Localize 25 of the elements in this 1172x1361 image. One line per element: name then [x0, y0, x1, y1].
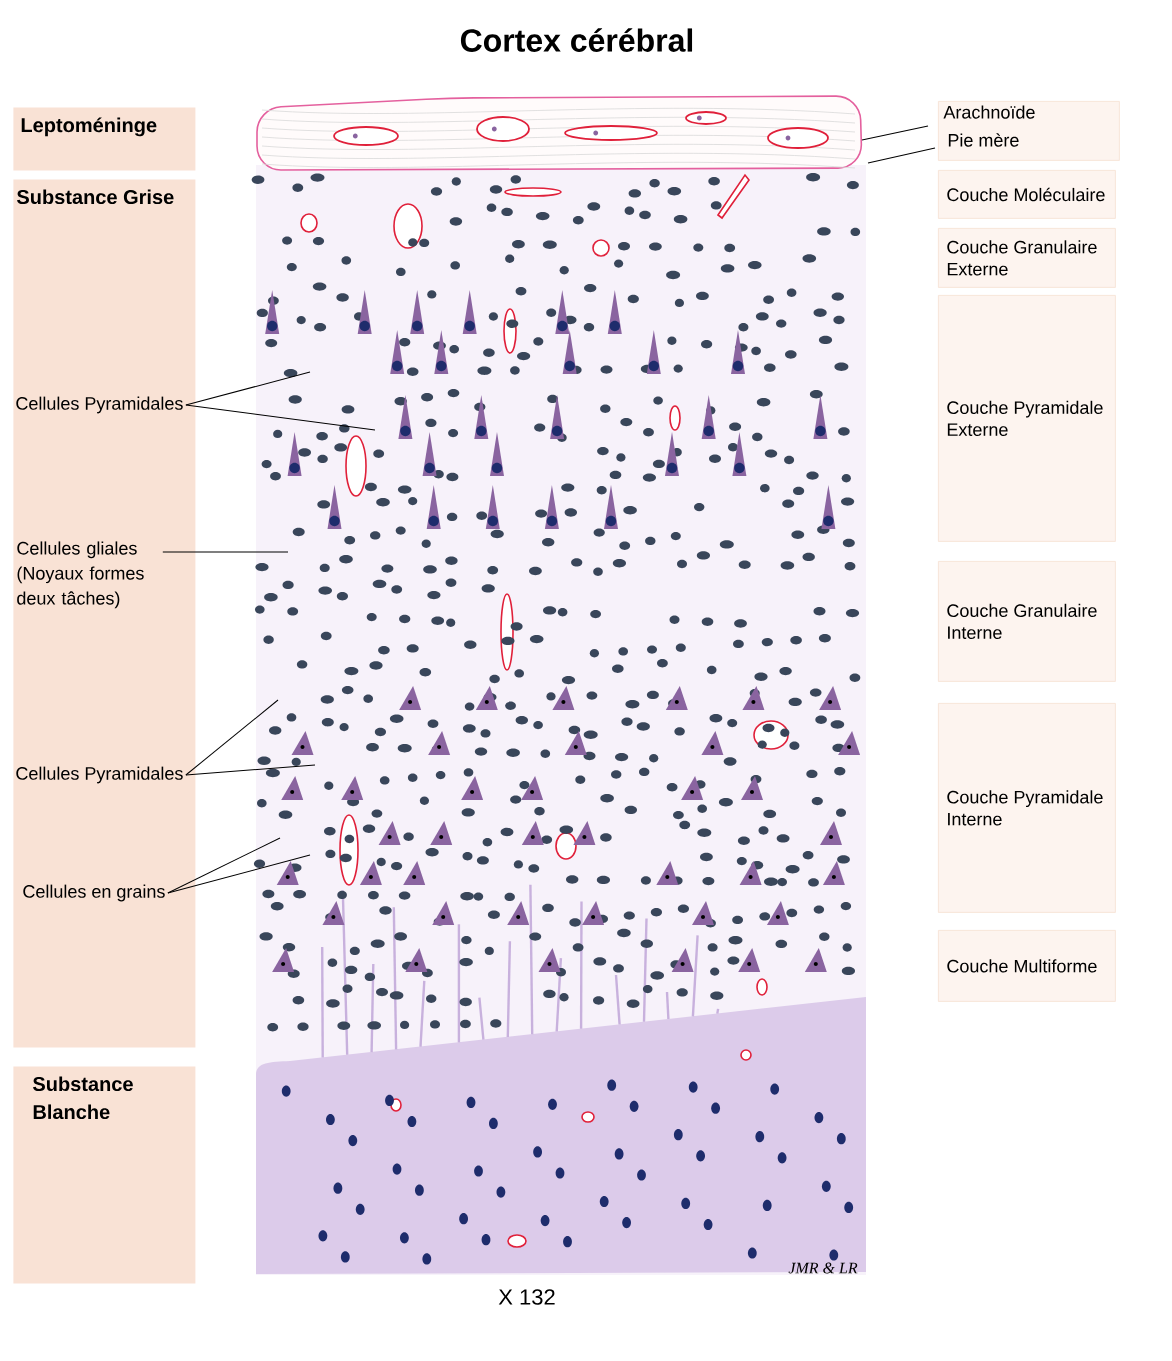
leader-line: [167, 837, 281, 894]
cell-label: Cellules gliales (Noyaux formes deux tâches): [17, 541, 144, 609]
layer-box: Couche Pyramidale Externe: [938, 295, 1116, 542]
section-box: Leptoméninge: [13, 107, 196, 171]
leader-line: [867, 147, 936, 164]
leader-line: [185, 699, 279, 776]
cell-label: Cellules Pyramidales: [16, 766, 183, 784]
leader-line: [185, 404, 376, 431]
layer-box: Couche Multiforme: [938, 930, 1116, 1002]
cell-label: Cellules Pyramidales: [16, 396, 183, 414]
leader-line: [861, 125, 929, 141]
leader-line: [167, 854, 311, 894]
layer-box: Arachnoïde Pie mère: [938, 101, 1120, 161]
cell-label: Cellules en grains: [23, 884, 165, 902]
layer-box: Couche Granulaire Interne: [938, 561, 1116, 682]
magnification-label: X 132: [498, 1289, 555, 1305]
leader-line: [185, 371, 311, 406]
section-box: Substance Blanche: [13, 1066, 196, 1284]
title: Cortex cérébral: [460, 28, 693, 52]
signature: JMR & LR: [788, 1262, 858, 1274]
leader-line: [185, 764, 316, 776]
leader-line: [162, 551, 289, 553]
layer-box: Couche Pyramidale Interne: [938, 703, 1116, 913]
layer-box: Couche Granulaire Externe: [938, 228, 1116, 288]
layer-box: Couche Moléculaire: [938, 170, 1116, 219]
